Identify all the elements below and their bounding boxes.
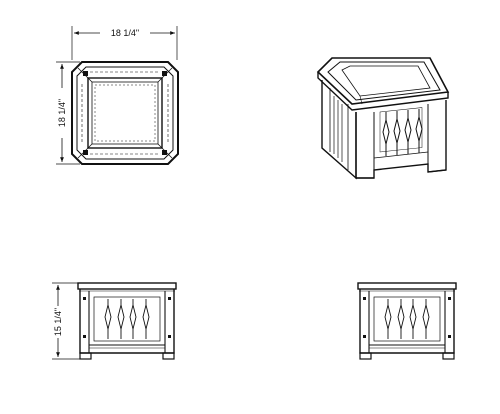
depth-dimension: 18 1/4" xyxy=(56,61,80,165)
depth-dimension-label: 18 1/4" xyxy=(57,99,67,127)
width-dimension: 18 1/4" xyxy=(71,26,178,60)
isometric-view xyxy=(316,57,450,180)
front-view: 15 1/4" xyxy=(52,282,177,360)
height-dimension: 15 1/4" xyxy=(52,282,80,360)
top-view: 18 1/4" 18 1/4" xyxy=(56,26,179,165)
side-view xyxy=(357,282,457,360)
top-view-planter xyxy=(71,61,179,165)
height-dimension-label: 15 1/4" xyxy=(53,308,63,336)
width-dimension-label: 18 1/4" xyxy=(111,28,139,38)
